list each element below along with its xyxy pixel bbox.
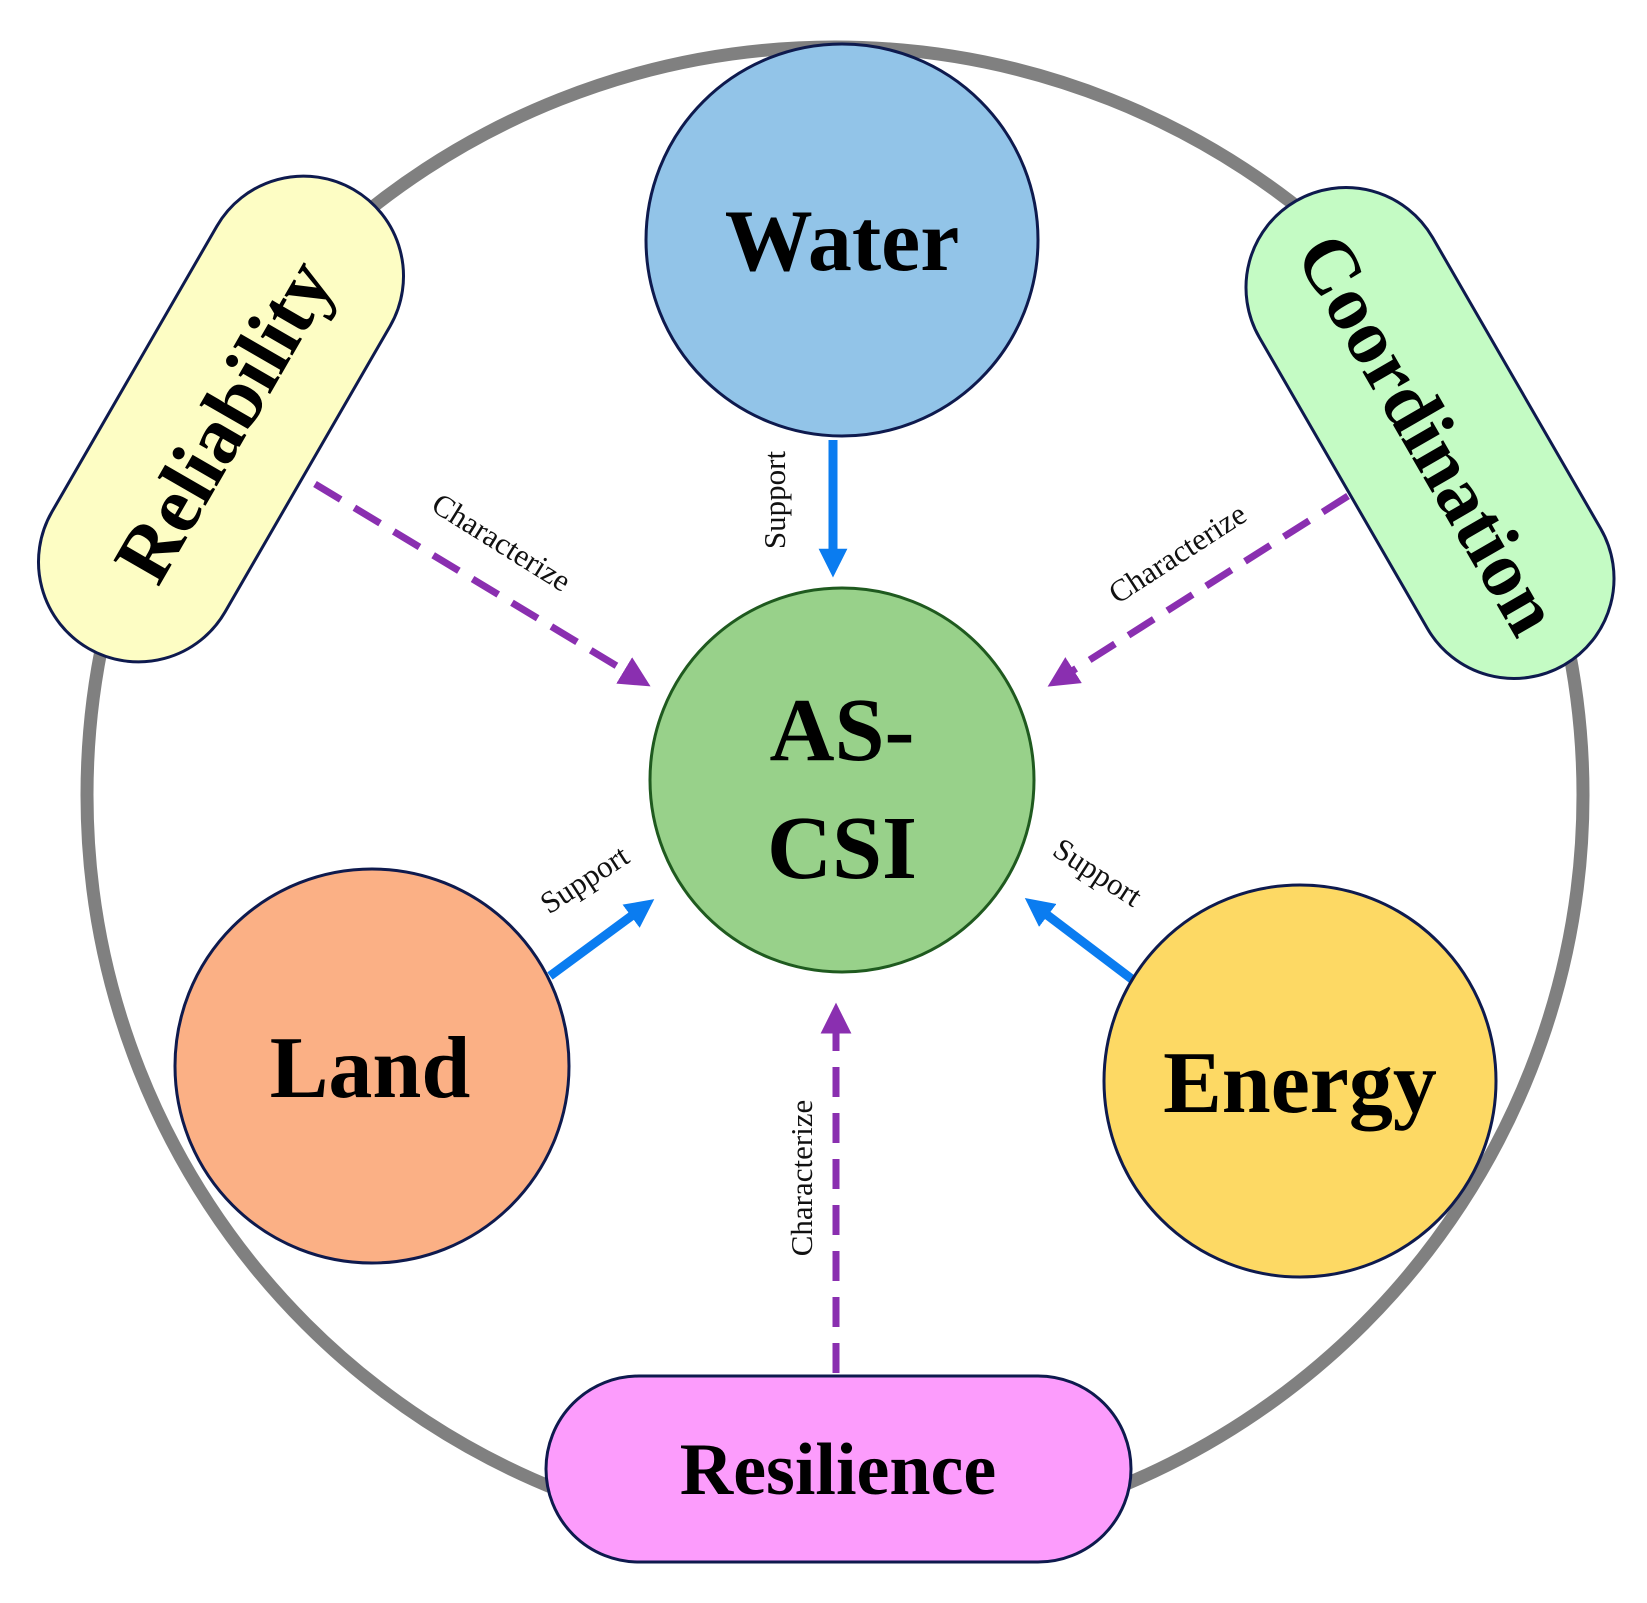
energy-node xyxy=(1102,883,1498,1279)
water-support-label: Support xyxy=(757,451,792,550)
as-csi-label-line2: CSI xyxy=(767,799,917,898)
coordination-node: Coordination xyxy=(1244,186,1616,680)
coordination-characterize-label: Characterize xyxy=(1102,496,1252,611)
energy-support-label: Support xyxy=(1047,831,1149,914)
reliability-characterize-arrow xyxy=(313,481,651,687)
resilience-characterize-label: Characterize xyxy=(784,1100,819,1257)
reliability-node: Reliability xyxy=(37,174,405,664)
land-support-label: Support xyxy=(534,838,636,921)
land-support-arrow xyxy=(547,899,655,980)
reliability-characterize-label: Characterize xyxy=(426,486,577,599)
land-node xyxy=(173,867,571,1265)
land-label: Land xyxy=(270,1020,471,1117)
as-csi-label-line1: AS- xyxy=(769,681,914,780)
energy-label: Energy xyxy=(1163,1035,1437,1132)
resilience-label: Resilience xyxy=(680,1429,996,1511)
coordination-characterize-arrow xyxy=(1047,493,1350,687)
coordination-pill xyxy=(1244,186,1616,680)
energy-support-arrow xyxy=(1024,898,1136,984)
as-csi-node xyxy=(648,586,1036,974)
resilience-pill xyxy=(544,1374,1133,1564)
water-node xyxy=(644,42,1040,438)
water-label: Water xyxy=(725,193,960,290)
